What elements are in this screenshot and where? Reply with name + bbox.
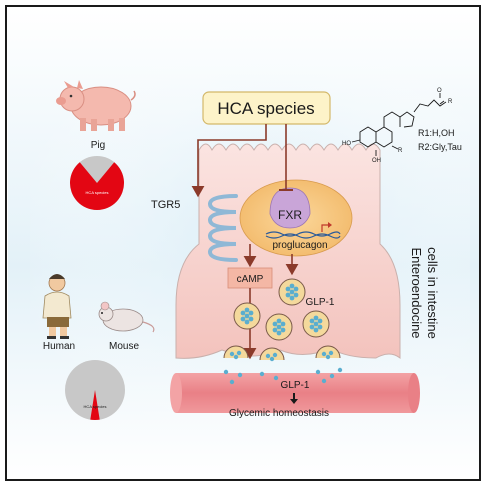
secreted-glp1-dots — [223, 345, 343, 385]
bile-acid-structure — [351, 93, 447, 156]
released-glp1-dot — [315, 369, 321, 375]
mouse-icon — [98, 301, 155, 333]
fusing-vesicle — [315, 345, 341, 359]
glp1-cell-label: GLP-1 — [306, 297, 335, 308]
proglucagon-label: proglucagon — [272, 240, 327, 251]
r1-atom-label: R — [398, 148, 403, 154]
down-arrow-head-icon — [290, 399, 298, 404]
glp1-granule — [233, 302, 261, 330]
glp1-granule — [302, 310, 330, 338]
released-glp1-dot — [229, 379, 235, 385]
released-glp1-dot — [223, 369, 229, 375]
glp1-dot — [236, 350, 242, 356]
released-glp1-dot — [237, 372, 243, 378]
glycemic-homeostasis-label: Glycemic homeostasis — [229, 408, 329, 419]
glp1-granules — [233, 278, 330, 341]
tgr5-label: TGR5 — [151, 199, 180, 211]
r2-definition: R2:Gly,Tau — [418, 142, 462, 152]
human-icon — [42, 274, 72, 339]
hca-species-label: HCA species — [217, 99, 314, 118]
glp1-dot — [321, 351, 327, 357]
pig-pie-label: HCA species — [86, 190, 109, 195]
glp1-dot — [325, 354, 331, 360]
pig-hca-pie: HCA species — [70, 156, 124, 210]
released-glp1-dot — [259, 371, 265, 377]
released-glp1-dot — [329, 373, 335, 379]
side-label-line1: Enteroendocine — [409, 247, 424, 338]
released-glp1-dot — [273, 375, 279, 381]
human-label: Human — [43, 341, 75, 352]
glp1-dot — [269, 356, 275, 362]
fxr-label: FXR — [278, 208, 302, 222]
glp1-granule — [278, 278, 306, 306]
glp1-blood-label: GLP-1 — [281, 380, 310, 391]
mouse-hca-pie: HCA species — [65, 360, 125, 420]
tgr5-receptor — [207, 194, 238, 262]
side-label-line2: cells in intestine — [425, 247, 440, 339]
released-glp1-dot — [321, 378, 327, 384]
glp1-dot — [328, 350, 334, 356]
oh-label: OH — [372, 158, 381, 164]
dna-strand — [265, 222, 341, 239]
glp1-dot — [229, 351, 235, 357]
mouse-pie-label: HCA species — [84, 404, 107, 409]
glp1-granule — [265, 313, 293, 341]
glp1-dot — [265, 353, 271, 359]
camp-label: cAMP — [237, 274, 264, 285]
o-atom-label: O — [437, 88, 442, 94]
r2-atom-label: R — [448, 99, 453, 105]
glp1-dot — [233, 354, 239, 360]
mouse-label: Mouse — [109, 341, 139, 352]
side-label: Enteroendocine cells in intestine — [409, 247, 440, 339]
ho-label: HO — [342, 141, 351, 147]
pig-label: Pig — [91, 140, 105, 151]
glp1-dot — [272, 352, 278, 358]
fusing-vesicle — [259, 347, 285, 361]
r1-definition: R1:H,OH — [418, 128, 455, 138]
released-glp1-dot — [337, 367, 343, 373]
fusing-vesicle — [223, 345, 249, 359]
pig-icon — [56, 80, 136, 131]
